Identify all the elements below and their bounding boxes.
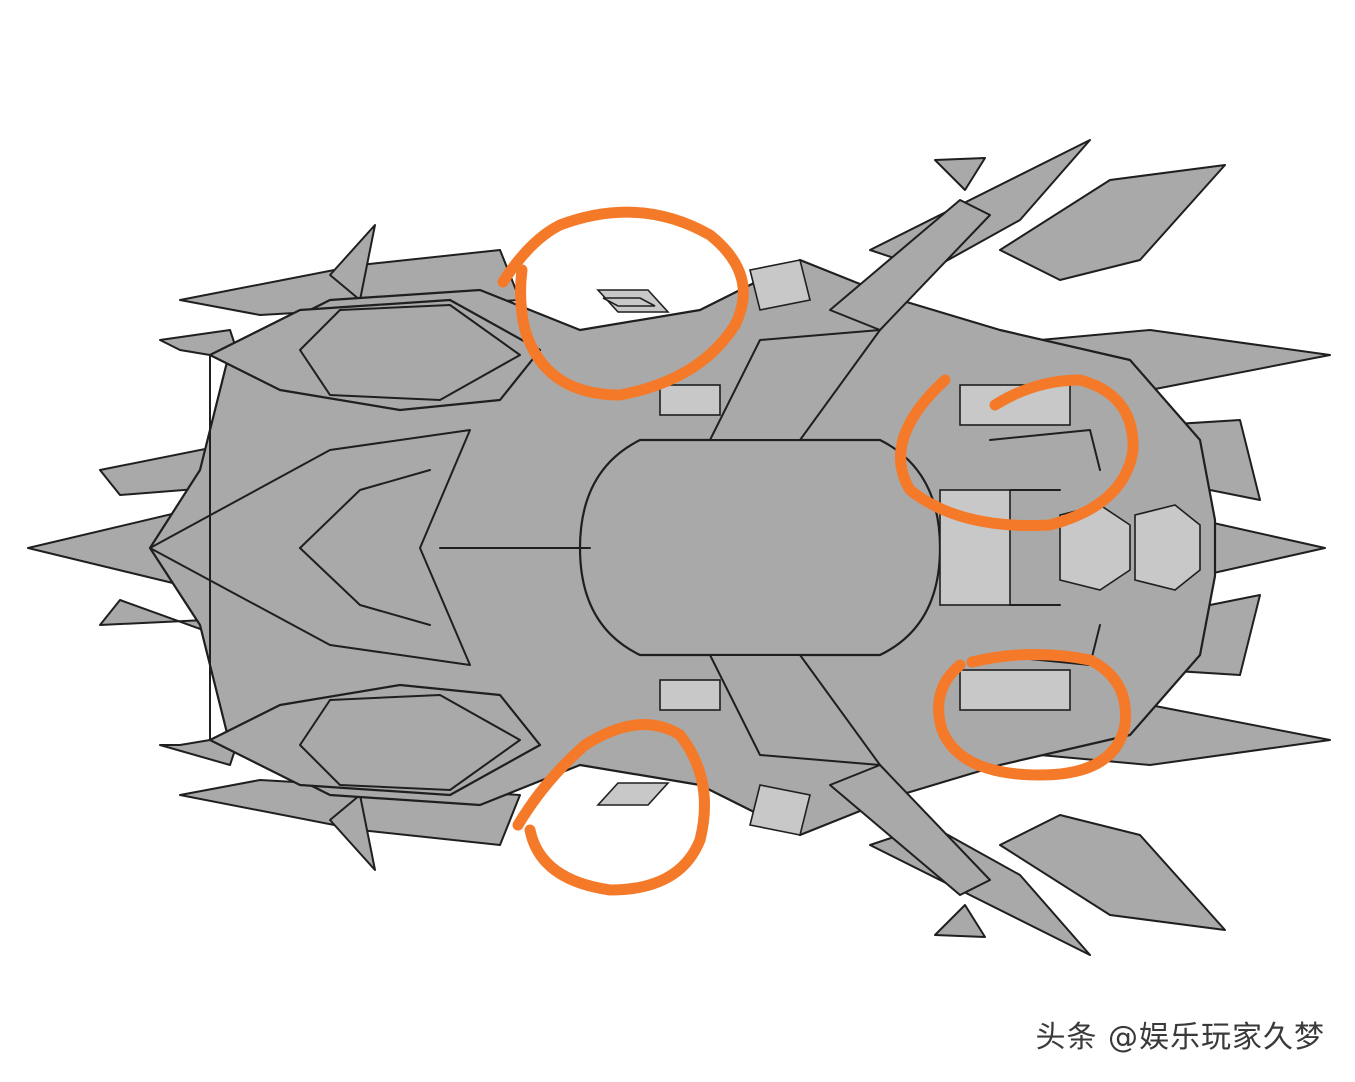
highlight-marks — [497, 206, 1139, 896]
left-pod-bottom — [208, 683, 542, 797]
highlight-circle-top-right — [895, 374, 1139, 532]
highlight-circle-bottom-left — [512, 719, 710, 896]
highlight-circle-top-left — [497, 206, 749, 401]
highlight-circle-bottom-right — [933, 648, 1132, 781]
nose-details — [939, 429, 1201, 666]
watermark-text: 头条 @娱乐玩家久梦 — [1035, 1020, 1325, 1055]
left-pod-top — [208, 298, 542, 412]
vents — [596, 259, 1071, 836]
cockpit — [578, 438, 942, 657]
